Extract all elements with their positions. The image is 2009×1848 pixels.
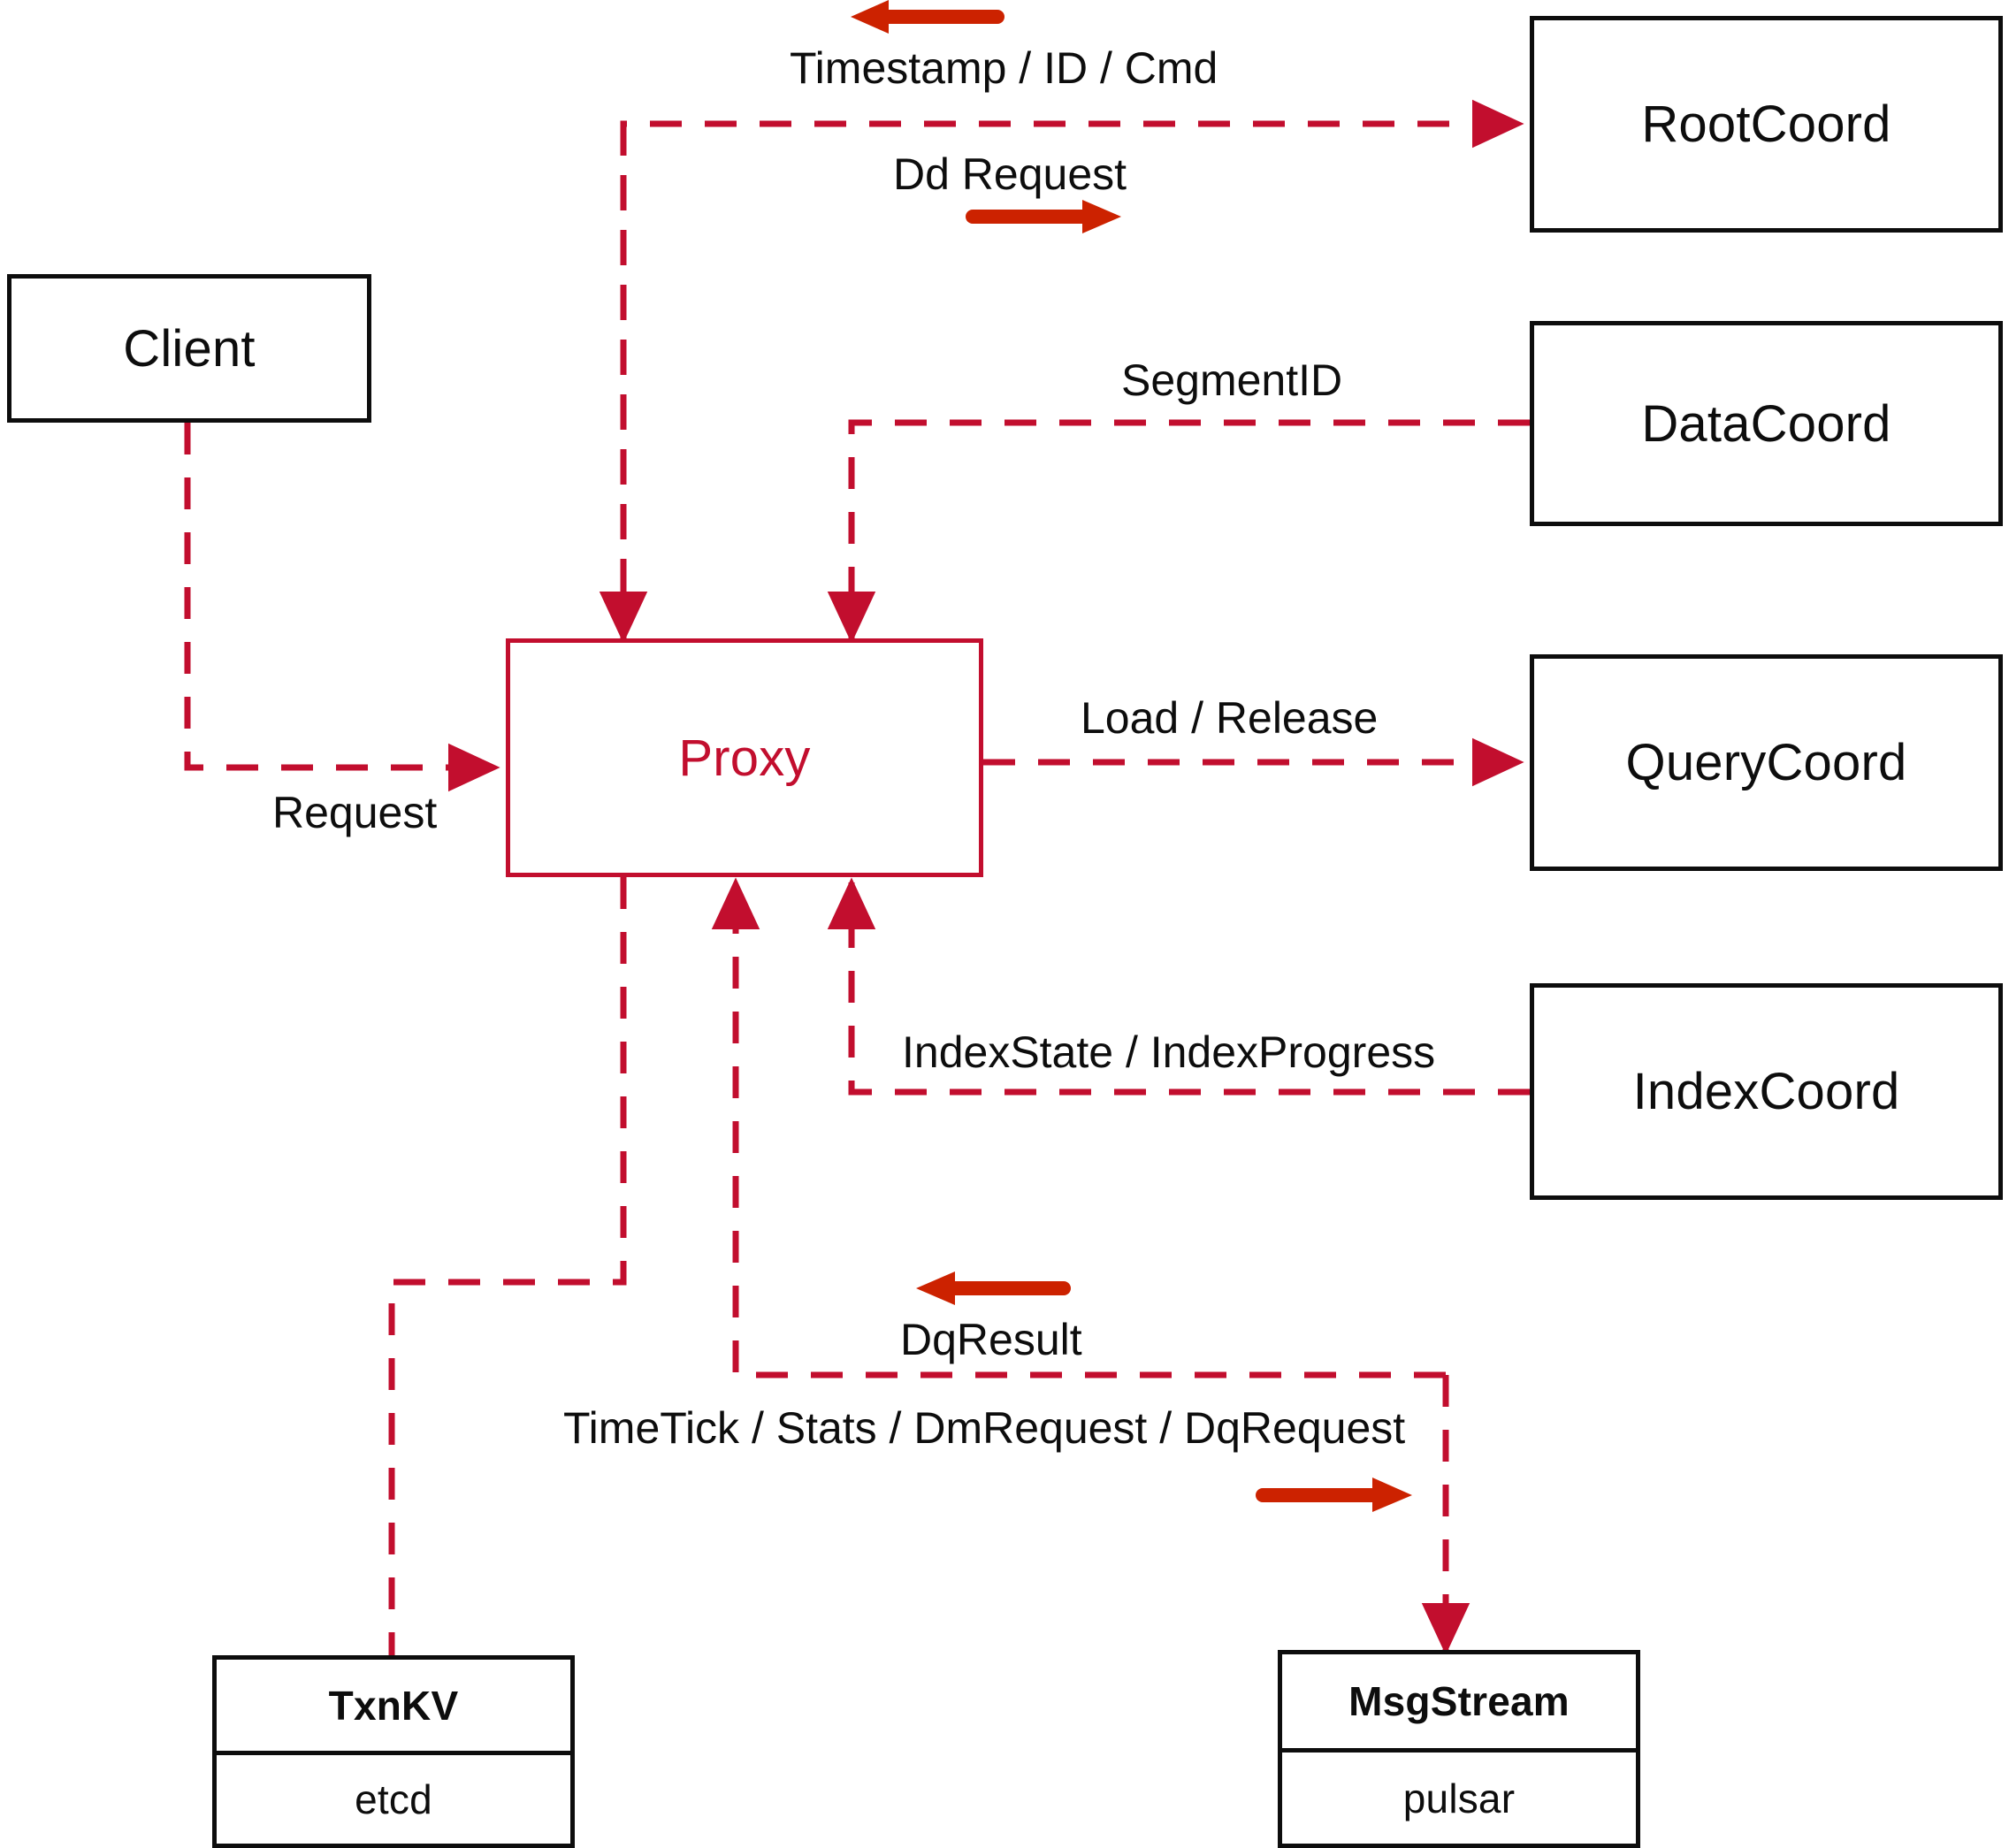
node-msg-stream-header: MsgStream xyxy=(1282,1654,1636,1753)
node-client[interactable]: Client xyxy=(7,274,371,423)
node-proxy-label: Proxy xyxy=(678,729,811,787)
node-proxy[interactable]: Proxy xyxy=(506,638,983,877)
node-msg-stream-body: pulsar xyxy=(1282,1753,1636,1844)
node-query-coord-label: QueryCoord xyxy=(1625,734,1907,791)
node-txn-kv-body: etcd xyxy=(217,1755,570,1844)
edge-proxy-to-txnkv xyxy=(388,877,627,1655)
edge-label-timestamp-id-cmd: Timestamp / ID / Cmd xyxy=(790,43,1218,93)
arrow-right-dd-request xyxy=(966,200,1121,233)
edge-msgstream-to-proxy xyxy=(711,877,1446,1378)
arrow-right-timetick xyxy=(1256,1478,1412,1512)
node-txn-kv[interactable]: TxnKV etcd xyxy=(212,1655,575,1848)
node-query-coord[interactable]: QueryCoord xyxy=(1530,654,2003,871)
node-txn-kv-header-label: TxnKV xyxy=(328,1682,459,1729)
edge-label-segment-id: SegmentID xyxy=(1121,355,1343,405)
edge-label-index-state-progress: IndexState / IndexProgress xyxy=(902,1027,1436,1077)
node-msg-stream-header-label: MsgStream xyxy=(1348,1678,1570,1725)
node-client-label: Client xyxy=(123,319,256,378)
node-root-coord-label: RootCoord xyxy=(1641,95,1891,153)
node-txn-kv-body-label: etcd xyxy=(355,1776,432,1823)
node-data-coord-label: DataCoord xyxy=(1641,394,1891,453)
edge-label-dd-request: Dd Request xyxy=(893,149,1127,199)
node-index-coord[interactable]: IndexCoord xyxy=(1530,983,2003,1200)
edge-datacoord-to-proxy xyxy=(827,419,1530,644)
node-root-coord[interactable]: RootCoord xyxy=(1530,16,2003,233)
node-msg-stream[interactable]: MsgStream pulsar xyxy=(1278,1650,1640,1848)
arrow-left-timestamp xyxy=(851,0,1004,34)
node-msg-stream-body-label: pulsar xyxy=(1402,1775,1516,1821)
edge-label-request: Request xyxy=(272,788,438,837)
node-txn-kv-header: TxnKV xyxy=(217,1660,570,1756)
arrow-left-dqresult xyxy=(916,1271,1071,1305)
node-index-coord-label: IndexCoord xyxy=(1632,1063,1900,1120)
edge-client-to-proxy xyxy=(184,423,500,792)
edge-label-timetick-stats: TimeTick / Stats / DmRequest / DqRequest xyxy=(563,1403,1406,1453)
edge-proxy-to-rootcoord xyxy=(620,99,1524,645)
node-data-coord[interactable]: DataCoord xyxy=(1530,321,2003,526)
edge-label-load-release: Load / Release xyxy=(1081,693,1379,743)
edge-label-dq-result: DqResult xyxy=(900,1315,1082,1364)
